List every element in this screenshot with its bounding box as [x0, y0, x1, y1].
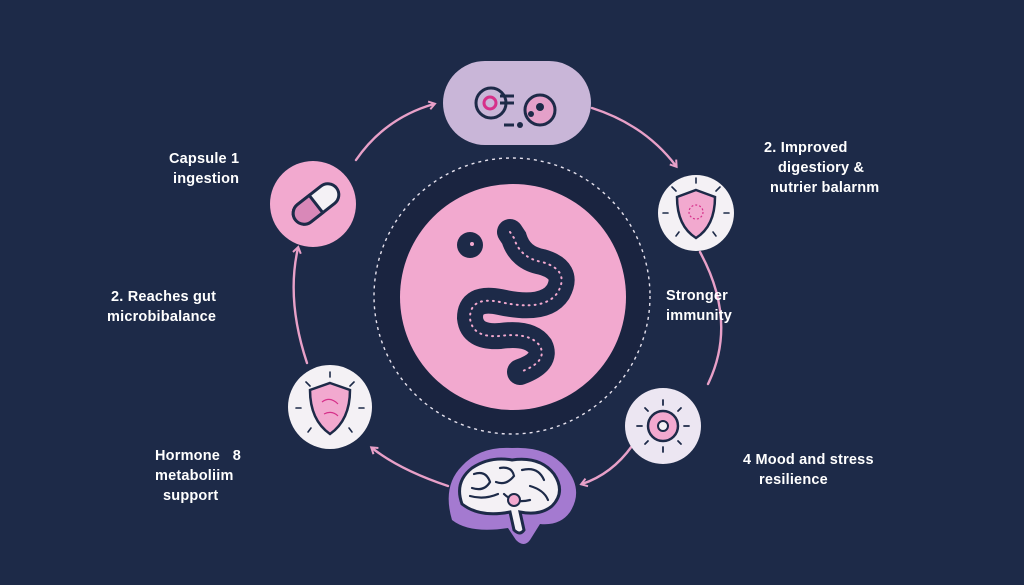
brain-icon	[458, 457, 561, 535]
label-line: 2. Improved	[764, 140, 848, 156]
label-line: nutrier balarnm	[770, 180, 880, 196]
label-line: ingestion	[173, 171, 240, 187]
label-line: microbibalance	[107, 309, 217, 325]
intestine-icon	[456, 219, 575, 385]
label-line: digestiory &	[778, 160, 865, 176]
label-line: support	[163, 488, 219, 504]
arrow-shield-to-capsule	[292, 245, 309, 365]
label-line: 2. Reaches gut	[111, 289, 217, 305]
shield-node-right	[658, 175, 734, 251]
sun-node	[625, 388, 701, 464]
cycle-arrows	[292, 100, 723, 488]
label-mood-resilience: 4 Mood and stress resilience	[743, 450, 874, 490]
capsule-icon	[291, 182, 341, 226]
arrow-sun-to-brain	[579, 444, 634, 488]
label-stronger-immunity: Stronger immunity	[666, 286, 732, 326]
arrow-brain-to-shield	[369, 446, 450, 488]
microbes-node	[443, 61, 591, 145]
label-improved-digestion: 2. Improved digestiory & nutrier balarnm	[764, 138, 879, 198]
label-line: metaboliim	[155, 468, 234, 484]
label-line: Stronger	[666, 288, 729, 304]
brain-node	[448, 447, 577, 544]
shield-icon	[662, 177, 730, 240]
label-line: 4 Mood and stress	[743, 452, 874, 468]
label-capsule-ingestion: Capsule 1 ingestion	[169, 149, 239, 189]
shield-node-left	[288, 365, 372, 449]
sun-icon	[636, 399, 690, 453]
label-reaches-gut: 2. Reaches gut microbibalance	[107, 287, 217, 327]
arrow-shield-to-sun	[698, 250, 723, 386]
center-node	[373, 157, 651, 435]
label-line: Capsule 1	[169, 151, 240, 167]
label-line: immunity	[666, 308, 733, 324]
label-line: resilience	[759, 472, 828, 488]
arrow-capsule-to-top	[354, 100, 437, 162]
arrow-top-to-shield	[590, 106, 678, 169]
microbes-icon	[474, 86, 557, 128]
label-line: Hormone 8	[155, 448, 241, 464]
capsule-node	[270, 161, 356, 247]
label-hormone-support: Hormone 8 metaboliim support	[155, 446, 241, 506]
shield-icon	[295, 371, 365, 436]
